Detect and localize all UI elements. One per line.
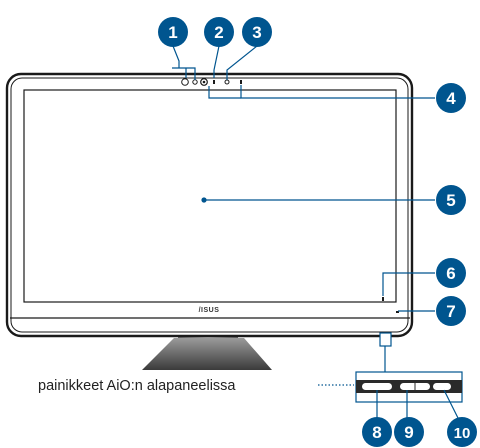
callout-6: 6: [436, 258, 466, 288]
svg-text:1: 1: [168, 23, 177, 42]
callout-5: 5: [436, 185, 466, 215]
screen-area: [23, 89, 397, 303]
indicator-6: [382, 297, 384, 301]
svg-text:7: 7: [446, 302, 455, 321]
camera-sensor-left: [181, 78, 189, 86]
svg-text:9: 9: [404, 423, 413, 442]
leader-4b: [208, 86, 241, 99]
ambient-light-sensor: [224, 79, 230, 85]
callout-4: 4: [436, 83, 466, 113]
callout-1: 1: [158, 17, 188, 47]
leader-2: [213, 45, 220, 78]
callout-2: 2: [204, 17, 234, 47]
callout-9: 9: [394, 417, 424, 447]
point-5: [201, 197, 207, 203]
bottom-panel-caption: painikkeet AiO:n alapaneelissa: [38, 378, 236, 394]
stand-base: [142, 338, 272, 370]
leader-3: [226, 45, 258, 80]
bottom-button-8: [362, 383, 392, 390]
side-indicators: [382, 297, 399, 313]
leader-points: [201, 197, 207, 203]
leader-lines: [172, 45, 459, 419]
camera-led: [213, 80, 215, 84]
webcam-lens-inner: [202, 80, 206, 84]
camera-sensor-middle: [192, 79, 198, 85]
svg-text:5: 5: [446, 191, 455, 210]
svg-text:6: 6: [446, 264, 455, 283]
svg-text:2: 2: [214, 23, 223, 42]
svg-text:3: 3: [252, 23, 261, 42]
callout-10: 10: [447, 417, 477, 447]
monitor-body: /ISUS: [5, 72, 414, 338]
callout-8: 8: [362, 417, 392, 447]
microphone: [240, 80, 242, 84]
bottom-panel-marker: [379, 332, 392, 347]
leader-6: [382, 272, 435, 296]
bottom-button-10: [433, 383, 451, 390]
svg-text:10: 10: [454, 425, 471, 442]
leader-1: [172, 45, 196, 80]
top-bezel-sensors: [181, 78, 242, 86]
indicator-7: [396, 311, 399, 313]
brand-logo: /ISUS: [199, 307, 220, 314]
svg-text:4: 4: [446, 89, 456, 108]
bottom-panel-detail: [355, 332, 463, 403]
callout-badges: 1 2 3 4 5 6 7 8: [158, 17, 477, 447]
leader-10: [443, 389, 459, 419]
inner-bezel: [10, 77, 409, 333]
callout-7: 7: [436, 296, 466, 326]
callout-3: 3: [242, 17, 272, 47]
svg-text:8: 8: [372, 423, 381, 442]
